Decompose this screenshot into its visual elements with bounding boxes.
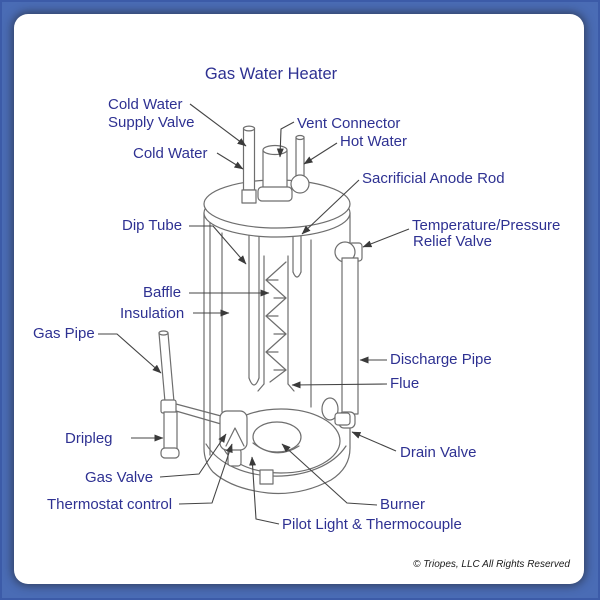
cold-water-supply-valve: [241, 189, 257, 204]
discharge-pipe-shape: [338, 257, 359, 429]
cold-water-pipe: [241, 125, 257, 204]
label-cold-water-supply-valve-2: Supply Valve: [108, 114, 194, 131]
label-drain-valve: Drain Valve: [400, 444, 476, 461]
label-flue: Flue: [390, 375, 419, 392]
leader-pilot-light: [249, 456, 280, 525]
drain-valve-shape: [321, 397, 351, 426]
burner-base: [252, 442, 300, 454]
dip-tube: [248, 231, 260, 386]
leader-burner: [281, 443, 378, 506]
label-dripleg: Dripleg: [65, 430, 113, 447]
leader-thermostat-control: [178, 443, 233, 505]
label-dip-tube: Dip Tube: [122, 217, 182, 234]
label-cold-water-supply-valve-1: Cold Water: [108, 96, 182, 113]
leader-cold-water-supply-valve: [189, 103, 247, 147]
tp-relief-valve: [334, 241, 363, 263]
dripleg-shape: [163, 411, 178, 451]
leader-gas-valve: [159, 433, 227, 478]
label-hot-water: Hot Water: [340, 133, 407, 150]
baffle-zigzag: [265, 261, 287, 383]
gas-pipe-shape: [158, 330, 222, 459]
label-pilot-light-thermocouple: Pilot Light & Thermocouple: [282, 516, 462, 533]
label-cold-water: Cold Water: [133, 145, 207, 162]
dripleg-cap: [160, 447, 180, 459]
label-thermostat-control: Thermostat control: [47, 496, 172, 513]
leader-drain-valve: [351, 431, 397, 452]
flue-tube: [257, 255, 295, 392]
leader-gas-pipe: [98, 333, 162, 374]
label-gas-pipe: Gas Pipe: [33, 325, 95, 342]
hot-water-pipe: [290, 134, 310, 194]
label-sacrificial-anode-rod: Sacrificial Anode Rod: [362, 170, 505, 187]
cutaway-notch: [259, 469, 274, 485]
leader-sacrificial-anode-rod: [301, 179, 360, 235]
leader-dip-tube: [189, 225, 247, 265]
labels: Gas Water Heater Cold Water Supply Valve…: [33, 65, 570, 570]
pipe-coupling: [160, 399, 177, 414]
leader-vent-connector: [276, 121, 295, 158]
gas-valve-shape: [219, 410, 248, 451]
thermostat-dial: [225, 427, 245, 447]
gas-supply-line: [175, 403, 222, 425]
leader-hot-water: [303, 142, 338, 165]
label-burner: Burner: [380, 496, 425, 513]
copyright-text: © Triopes, LLC All Rights Reserved: [413, 559, 570, 570]
leader-lines: [98, 103, 410, 525]
label-tp-relief-valve-1: Temperature/Pressure: [412, 217, 560, 234]
leader-tp-relief-valve: [362, 228, 410, 248]
label-discharge-pipe: Discharge Pipe: [390, 351, 492, 368]
label-gas-valve: Gas Valve: [85, 469, 153, 486]
vent-connector-pipe: [257, 144, 293, 202]
label-vent-connector: Vent Connector: [297, 115, 400, 132]
label-baffle: Baffle: [143, 284, 181, 301]
page-title: Gas Water Heater: [205, 65, 338, 83]
label-tp-relief-valve-2: Relief Valve: [413, 233, 492, 250]
label-insulation: Insulation: [120, 305, 184, 322]
leader-flue: [291, 381, 388, 389]
leader-cold-water: [216, 152, 244, 170]
